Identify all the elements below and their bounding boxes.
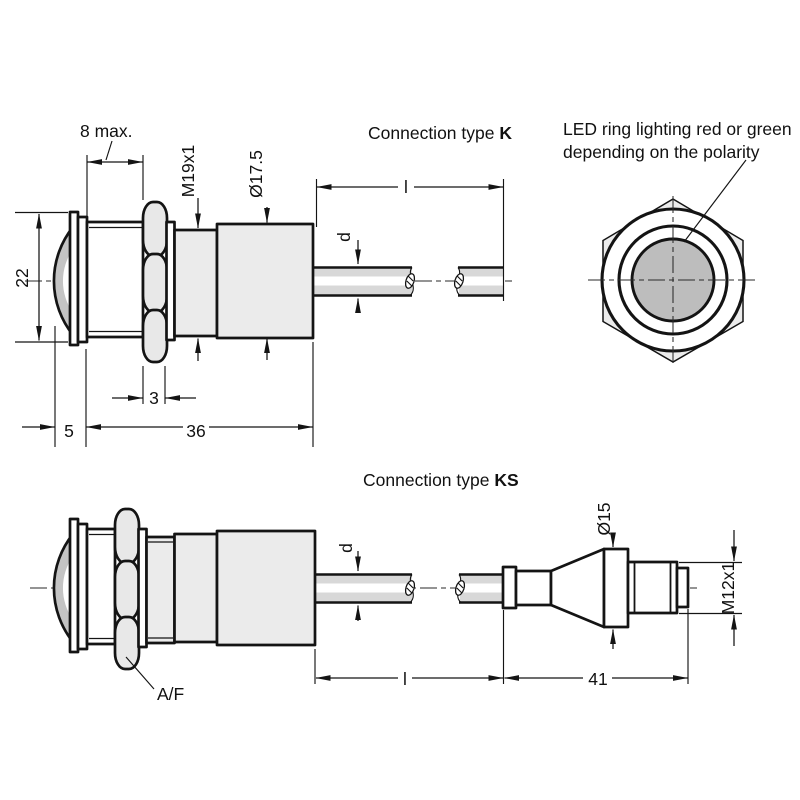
dim-41-label: 41 [588, 669, 607, 689]
indicator-body-ks [52, 507, 317, 671]
rear-housing [215, 222, 315, 340]
dim-l-bottom-label: l [403, 669, 407, 689]
dim-m19x1-label: M19x1 [178, 145, 198, 198]
led-note-line1: LED ring lighting red or green [563, 119, 792, 139]
mid-barrel-ks [173, 532, 219, 644]
side-view-k: 8 max. M19x1 Ø17.5 22 3 [12, 121, 512, 447]
cable-ks [315, 573, 504, 604]
heading-connection-ks: Connection type KS [363, 470, 519, 490]
dim-dia175-label: Ø17.5 [246, 150, 266, 198]
connector-nut [626, 560, 679, 615]
dim-d-bottom-label: d [336, 543, 356, 553]
front-barrel [85, 220, 145, 339]
connector-cone [549, 547, 606, 629]
note-leader [683, 159, 747, 243]
strain-relief-body [514, 569, 553, 607]
led-note-line2: depending on the polarity [563, 142, 760, 162]
dim-36-label: 36 [186, 421, 205, 441]
thread-section-ks [145, 535, 176, 645]
side-view-ks: A/F d Ø15 M12x1 l 41 [30, 470, 742, 704]
front-view: LED ring lighting red or green depending… [563, 119, 792, 364]
af-label: A/F [157, 684, 184, 704]
dim-5-label: 5 [64, 421, 74, 441]
indicator-body-k [52, 200, 315, 364]
connector-m12 [501, 547, 690, 629]
dim-22-label: 22 [12, 268, 32, 287]
dim-m12x1-label: M12x1 [718, 562, 738, 615]
dim-d-top-label: d [334, 232, 354, 242]
strain-relief-collar [501, 565, 518, 610]
dimensions-k: 8 max. M19x1 Ø17.5 22 3 [12, 121, 505, 447]
rear-housing-ks [215, 529, 317, 647]
hex-nut-side [141, 200, 169, 364]
dim-dia15-label: Ø15 [594, 502, 614, 535]
cable-k [313, 266, 504, 297]
connector-cylinder [602, 547, 630, 629]
thread-barrel [173, 228, 219, 338]
dim-l-top-label: l [404, 177, 408, 197]
hex-nut-side-ks [113, 507, 141, 671]
heading-connection-k: Connection type K [368, 123, 512, 143]
af-leader [125, 656, 155, 690]
dim-8max-label: 8 max. [80, 121, 133, 141]
front-barrel-ks [85, 527, 117, 646]
dim-3-label: 3 [149, 388, 159, 408]
connector-tip [675, 566, 690, 609]
